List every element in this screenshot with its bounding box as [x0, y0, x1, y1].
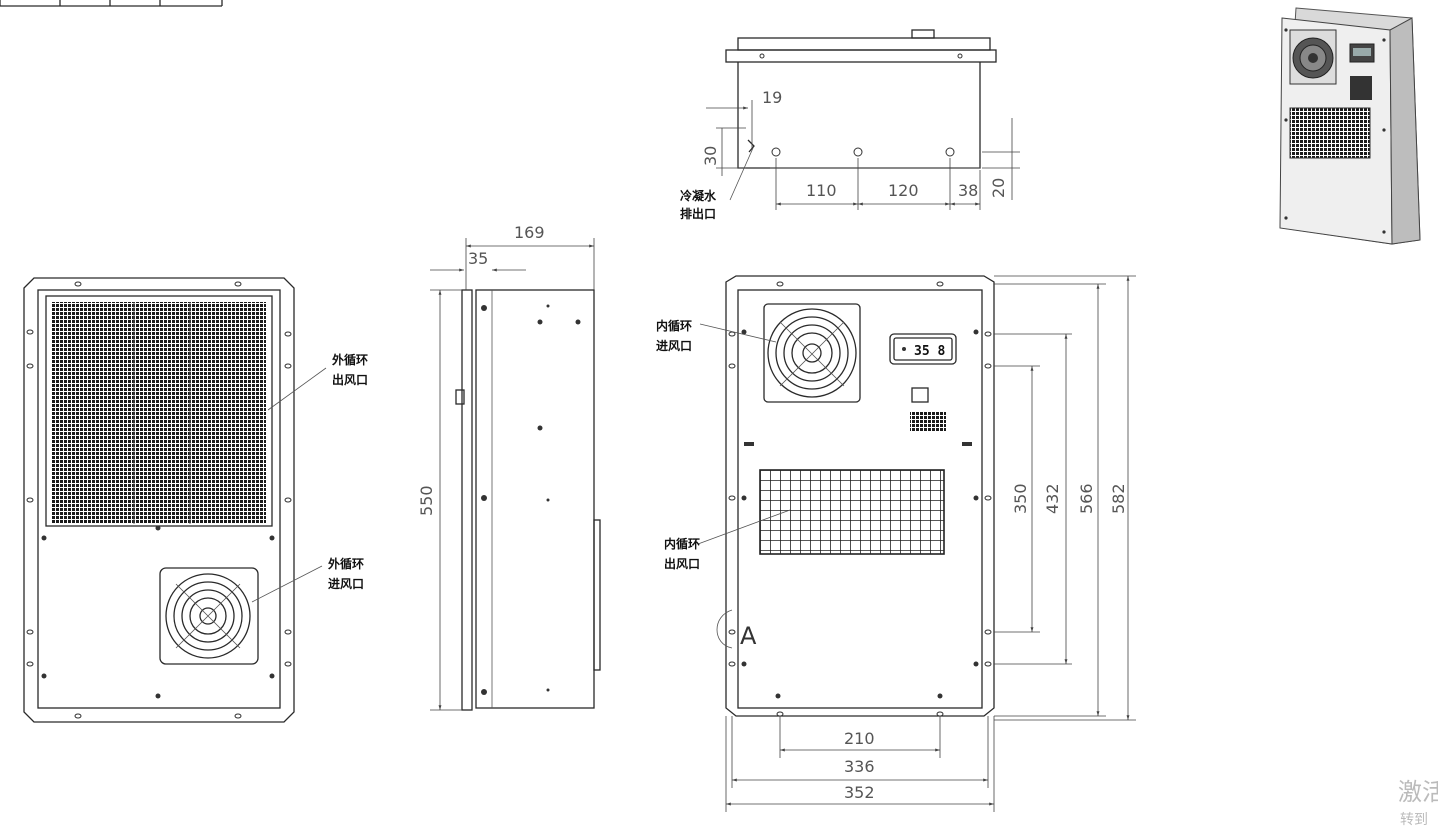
dim-550: 550 [417, 485, 436, 516]
dim-19: 19 [762, 88, 782, 107]
dim-336: 336 [844, 757, 875, 776]
watermark-line1: 激活 [1398, 778, 1438, 806]
label-condensate-1: 冷凝水 [680, 188, 717, 203]
label-outer-outlet-2: 出风口 [332, 372, 368, 387]
dim-169: 169 [514, 223, 545, 242]
side-view: 169 35 550 [417, 223, 601, 711]
label-inner-inlet-1: 内循环 [656, 318, 692, 333]
dim-38: 38 [958, 181, 978, 200]
top-view: 19 30 110 120 38 20 冷凝水 排出口 [680, 29, 1020, 221]
label-condensate-2: 排出口 [680, 206, 716, 221]
dim-352: 352 [844, 783, 875, 802]
dim-582: 582 [1109, 483, 1128, 514]
dim-432: 432 [1043, 483, 1062, 514]
front-view: 35 8 A 内循环 进风口 内循环 [656, 275, 1136, 812]
label-outer-inlet-1: 外循环 [328, 556, 364, 571]
watermark-line2: 转到 [1400, 812, 1428, 828]
dim-210: 210 [844, 729, 875, 748]
dim-120: 120 [888, 181, 919, 200]
dim-566: 566 [1077, 483, 1096, 514]
label-outer-outlet-1: 外循环 [332, 352, 368, 367]
label-outer-inlet-2: 进风口 [328, 576, 364, 591]
label-inner-outlet-1: 内循环 [664, 536, 700, 551]
dim-30: 30 [701, 146, 720, 166]
left-front-view: 外循环 出风口 外循环 进风口 [23, 277, 368, 723]
dim-35: 35 [468, 249, 488, 268]
display-readout: 35 8 [914, 344, 945, 359]
dim-20: 20 [989, 178, 1008, 198]
view-a-label: A [740, 622, 757, 650]
product-3d-view [1279, 7, 1421, 245]
corner-fragment [0, 0, 223, 7]
label-inner-inlet-2: 进风口 [656, 338, 692, 353]
label-inner-outlet-2: 出风口 [664, 556, 700, 571]
dim-110: 110 [806, 181, 837, 200]
dim-350: 350 [1011, 483, 1030, 514]
